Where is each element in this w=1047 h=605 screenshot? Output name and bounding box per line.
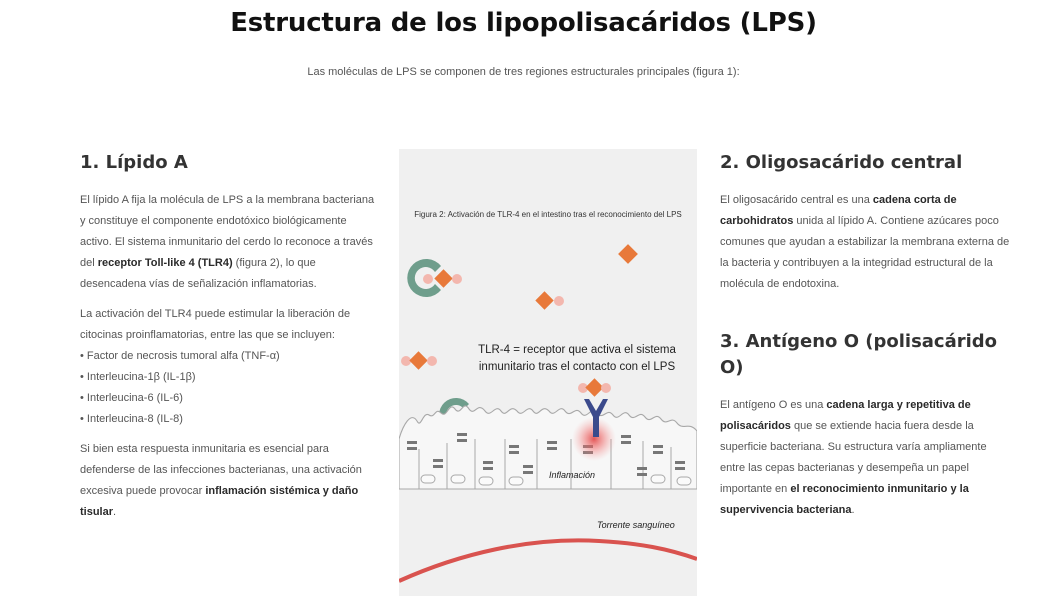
- oantigen-text-3: .: [851, 504, 855, 516]
- inflammation-bold-text: inflamación sistémica y daño tisular: [80, 485, 359, 518]
- blood-vessel: [399, 538, 697, 583]
- list-item: Interleucina-8 (IL-8): [80, 409, 380, 430]
- lipid-a-text-3: Si bien esta respuesta inmunitaria es es…: [80, 443, 362, 497]
- figure-callout-tlr4: TLR-4 = receptor que activa el sistema i…: [478, 344, 676, 373]
- lipid-a-text-4: .: [113, 506, 117, 518]
- section-heading-lipid-a: 1. Lípido A: [80, 152, 188, 173]
- tlr4-receptor: [584, 399, 608, 437]
- page-title: Estructura de los lipopolisacáridos (LPS…: [230, 8, 817, 38]
- list-item: Interleucina-1β (IL-1β): [80, 367, 380, 388]
- lipid-a-paragraph-2: La activación del TLR4 puede estimular l…: [80, 304, 380, 346]
- section-lipid-a: 1. Lípido A El lípido A fija la molécula…: [80, 150, 380, 532]
- oligo-bold-text: cadena corta de carbohidratos: [720, 194, 957, 227]
- figure-label-bloodstream: Torrente sanguíneo: [597, 520, 675, 530]
- oantigen-text-2: que se extiende hacia fuera desde la sup…: [720, 420, 987, 495]
- oantigen-bold-text-2: el reconocimiento inmunitario y la super…: [720, 483, 969, 516]
- cell-nuclei: [420, 474, 692, 486]
- oligosaccharide-paragraph: El oligosacárido central es una cadena c…: [720, 190, 1010, 295]
- lps-molecule-receptor: [578, 378, 611, 397]
- section-heading-o-antigen: 3. Antígeno O (polisacárido O): [720, 331, 998, 378]
- list-item: Factor de necrosis tumoral alfa (TNF-α): [80, 346, 380, 367]
- lipid-a-paragraph-3: Si bien esta respuesta inmunitaria es es…: [80, 439, 380, 523]
- lps-molecule-middle: [535, 291, 564, 310]
- section-heading-oligosaccharide: 2. Oligosacárido central: [720, 152, 963, 173]
- lps-molecule-top-right: [618, 244, 638, 264]
- oantigen-bold-text-1: cadena larga y repetitiva de polisacárid…: [720, 399, 971, 432]
- section-oligosaccharide: 2. Oligosacárido central El oligosacárid…: [720, 150, 1010, 530]
- lipid-a-text-1: El lípido A fija la molécula de LPS a la…: [80, 194, 375, 269]
- epithelial-cell-walls: [418, 439, 672, 489]
- inflammation-glow: [572, 417, 616, 461]
- oligo-text-1: El oligosacárido central es una: [720, 194, 873, 206]
- immune-cell-with-lps: [407, 259, 462, 297]
- cytokine-list: Factor de necrosis tumoral alfa (TNF-α) …: [80, 346, 380, 430]
- o-antigen-paragraph: El antígeno O es una cadena larga y repe…: [720, 395, 1010, 521]
- figure-illustration: [399, 244, 697, 583]
- figure-caption: Figura 2: Activación de TLR-4 en el inte…: [414, 210, 682, 219]
- oligo-text-2: unida al lípido A. Contiene azúcares poc…: [720, 215, 1010, 290]
- oantigen-text-1: El antígeno O es una: [720, 399, 827, 411]
- page-subtitle: Las moléculas de LPS se componen de tres…: [307, 66, 740, 78]
- lipid-a-text-2: (figura 2), lo que desencadena vías de s…: [80, 257, 317, 290]
- lps-molecule-left: [401, 351, 437, 370]
- figure-label-inflammation: Inflamación: [549, 470, 596, 480]
- figure-tlr4-activation: Figura 2: Activación de TLR-4 en el inte…: [399, 149, 697, 596]
- list-item: Interleucina-6 (IL-6): [80, 388, 380, 409]
- tlr4-bold-text: receptor Toll-like 4 (TLR4): [97, 257, 233, 269]
- cytokines-intro: La activación del TLR4 puede estimular l…: [80, 308, 351, 341]
- lipid-a-paragraph-1: El lípido A fija la molécula de LPS a la…: [80, 190, 380, 295]
